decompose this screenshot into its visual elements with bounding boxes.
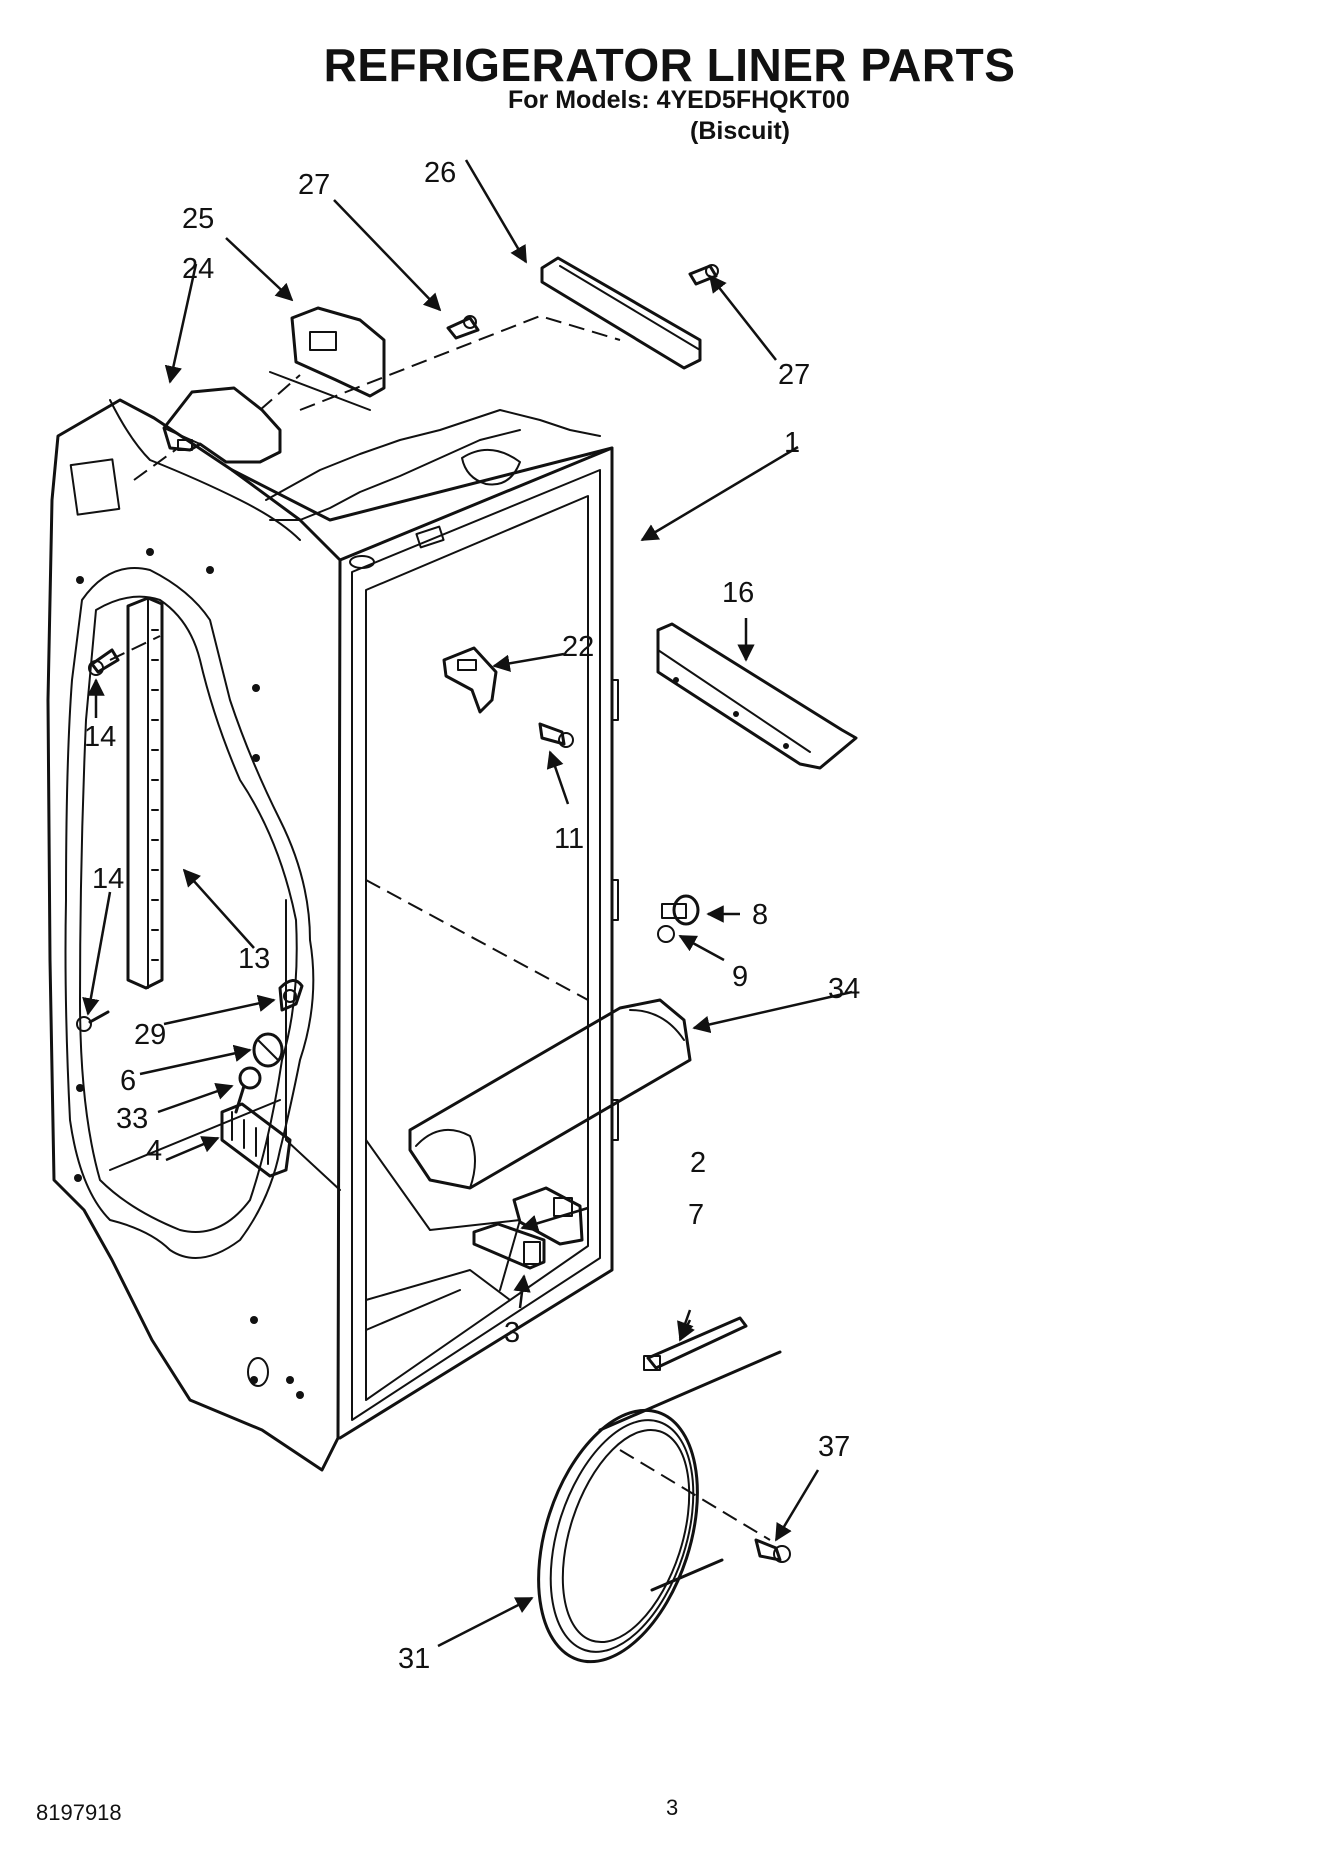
callout-16: 16 (722, 577, 754, 609)
cable-tie-7 (643, 1316, 748, 1371)
housing-cover (269, 306, 386, 411)
cover-34 (408, 998, 692, 1190)
shelf-ladder (126, 596, 164, 990)
control-housing (162, 386, 282, 464)
document-number: 8197918 (36, 1800, 122, 1825)
screw-14-upper (88, 648, 120, 676)
callout-29: 29 (134, 1019, 166, 1051)
pin-33 (234, 1066, 262, 1114)
callout-6: 6 (120, 1065, 136, 1097)
callout-8: 8 (752, 899, 768, 931)
callout-24: 24 (182, 253, 214, 285)
screw-37 (754, 1538, 791, 1563)
callout-2: 2 (690, 1147, 706, 1179)
screw-11 (538, 722, 574, 748)
liner-body (46, 398, 619, 1472)
model-variant: (Biscuit) (690, 117, 790, 145)
control-29 (278, 979, 304, 1012)
callout-27-left: 27 (298, 169, 330, 201)
callout-3: 3 (504, 1317, 520, 1349)
callout-9: 9 (732, 961, 748, 993)
callout-26: 26 (424, 157, 456, 189)
callout-14-upper: 14 (84, 721, 116, 753)
page-number: 3 (666, 1795, 679, 1820)
page-title: REFRIGERATOR LINER PARTS (323, 39, 1016, 91)
callout-11: 11 (554, 823, 584, 855)
screw-27-left (446, 315, 480, 340)
callout-25: 25 (182, 203, 214, 235)
water-tube-31 (537, 1350, 782, 1664)
bracket-22 (442, 646, 498, 714)
callout-27-right: 27 (778, 359, 810, 391)
callout-34: 34 (828, 973, 860, 1005)
bumper-8 (661, 894, 700, 926)
callout-33: 33 (116, 1103, 148, 1135)
callout-31: 31 (398, 1643, 430, 1675)
grille-4 (220, 1102, 292, 1178)
knob-6 (252, 1032, 284, 1068)
leader-arrows (82, 159, 853, 1648)
callout-labels: 1 2 3 4 6 7 8 9 11 13 14 14 16 22 24 25 … (84, 157, 860, 1675)
screw-9 (657, 925, 675, 943)
callout-22: 22 (562, 631, 594, 663)
ladder-slots (151, 629, 159, 961)
bracket-2 (512, 1186, 584, 1246)
trim-rail (540, 256, 702, 370)
callout-13: 13 (238, 943, 270, 975)
callout-4: 4 (146, 1135, 162, 1167)
bracket-3 (472, 1222, 546, 1270)
callout-37: 37 (818, 1431, 850, 1463)
screw-14-lower (76, 1010, 110, 1032)
callout-7: 7 (688, 1199, 704, 1231)
cover-16 (656, 622, 858, 770)
rivet-holes (74, 548, 304, 1399)
callout-14-lower: 14 (92, 863, 124, 895)
callout-1: 1 (784, 427, 800, 459)
models-line: For Models: 4YED5FHQKT00 (508, 86, 850, 114)
